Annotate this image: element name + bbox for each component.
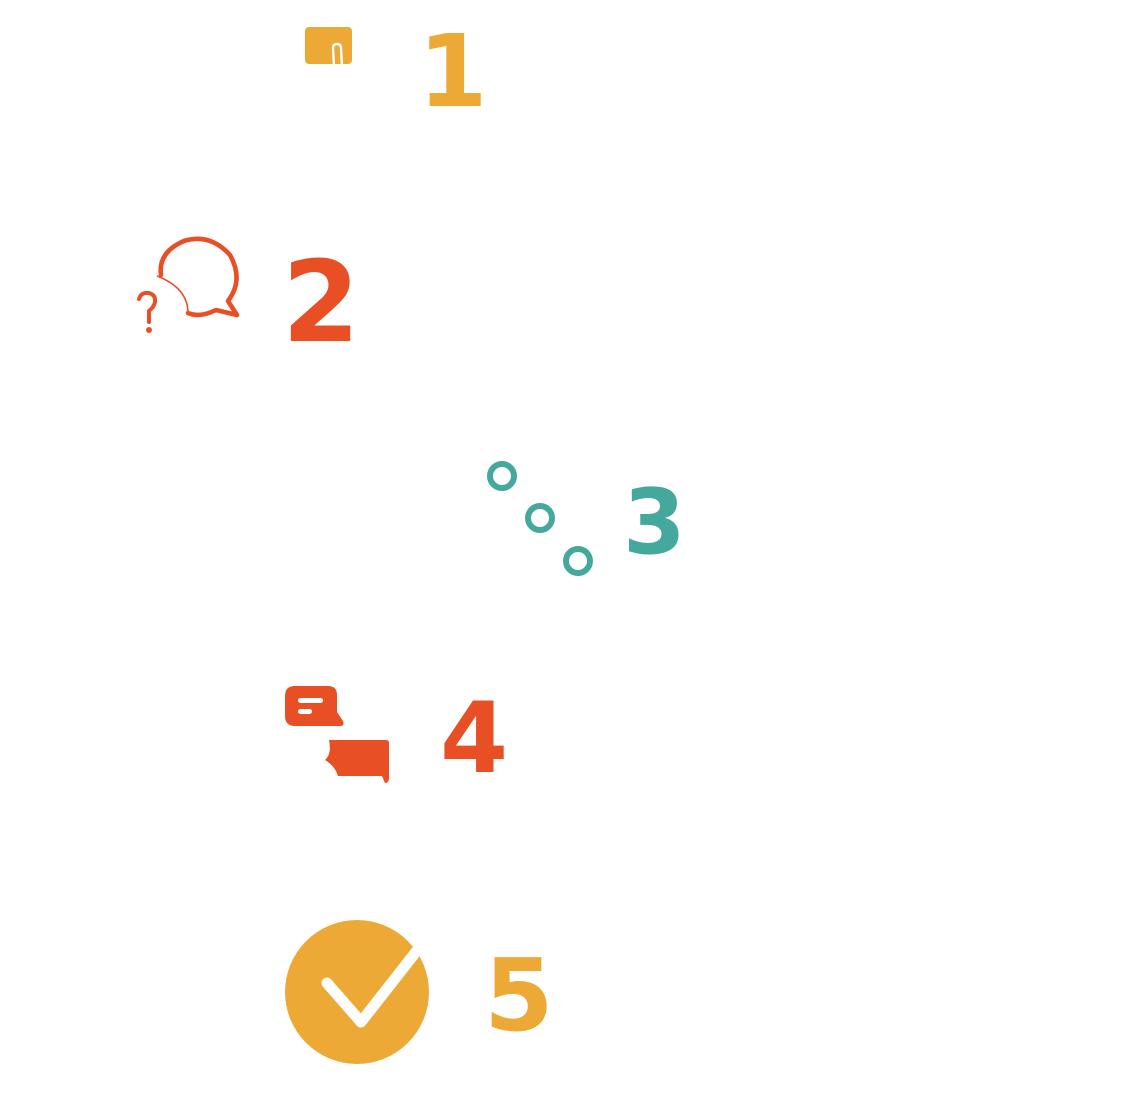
connected-dots-icon — [487, 461, 593, 576]
step-number-3: 3 — [623, 470, 686, 575]
question-chat-bubble-icon — [137, 236, 240, 333]
paper-clip-card-icon — [305, 27, 352, 68]
step-number-2: 2 — [282, 238, 360, 368]
step-number-1: 1 — [418, 13, 488, 130]
step-number-5: 5 — [484, 937, 554, 1054]
step-number-4: 4 — [440, 682, 509, 796]
two-chat-bubbles-icon — [285, 686, 389, 783]
check-circle-icon — [285, 920, 429, 1064]
